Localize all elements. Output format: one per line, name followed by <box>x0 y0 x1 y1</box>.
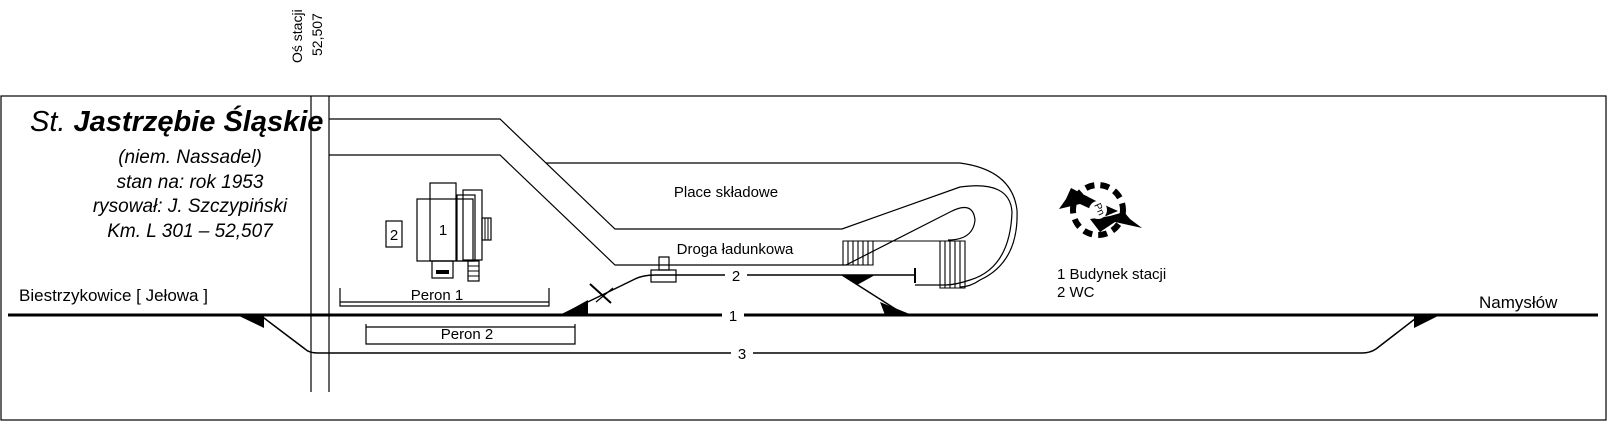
info-km: Km. L 301 – 52,507 <box>107 221 274 242</box>
info-former-name: (niem. Nassadel) <box>118 147 262 168</box>
wc-building <box>385 220 403 248</box>
platform-1-label: Peron 1 <box>411 287 464 304</box>
station-axis-km: 52,507 <box>309 13 325 56</box>
station-building-number: 1 <box>439 222 447 239</box>
info-state: stan na: rok 1953 <box>117 172 264 193</box>
loading-road-top <box>546 162 1018 288</box>
diagram-frame <box>0 95 1607 421</box>
track-3-label: 3 <box>738 346 746 363</box>
track-2-label: 2 <box>732 268 740 285</box>
station-title: St. Jastrzębie Śląskie <box>30 104 323 138</box>
station-building <box>416 182 492 282</box>
derail-mark <box>589 283 612 304</box>
legend-item-1: 1 Budynek stacji <box>1057 266 1166 283</box>
wc-building-number: 2 <box>390 227 398 244</box>
switch-marker-east <box>1414 315 1440 328</box>
direction-east-label: Namysłów <box>1479 293 1558 312</box>
loading-road-label: Droga ładunkowa <box>677 241 794 258</box>
track-3 <box>259 314 1421 354</box>
track-1-label: 1 <box>729 308 737 325</box>
track-2 <box>560 274 915 316</box>
platform-2-label: Peron 2 <box>441 326 494 343</box>
direction-west-label: Biestrzykowice [ Jełowa ] <box>19 286 208 305</box>
switch-marker-middle-low <box>880 302 912 315</box>
station-axis-label: Oś stacji <box>289 9 305 63</box>
loading-gauge <box>650 269 677 283</box>
loading-road-outer <box>329 118 1013 286</box>
ramp-left <box>842 240 874 266</box>
switch-marker-track-2 <box>561 300 588 315</box>
legend-item-2: 2 WC <box>1057 284 1095 301</box>
compass-rose: Pn <box>1059 182 1142 238</box>
switch-marker-middle <box>842 275 875 285</box>
station-title-prefix: St. <box>30 106 65 138</box>
platform-2 <box>365 324 576 345</box>
ramp-right <box>873 240 966 289</box>
loading-road-inner <box>329 154 976 266</box>
switch-marker-west <box>237 315 264 328</box>
platform-1 <box>339 288 550 307</box>
storage-area-label: Place składowe <box>674 184 778 201</box>
info-drawn-by: rysował: J. Szczypiński <box>93 196 288 217</box>
compass-label: Pn <box>1091 202 1106 218</box>
station-title-name: Jastrzębie Śląskie <box>74 104 324 138</box>
